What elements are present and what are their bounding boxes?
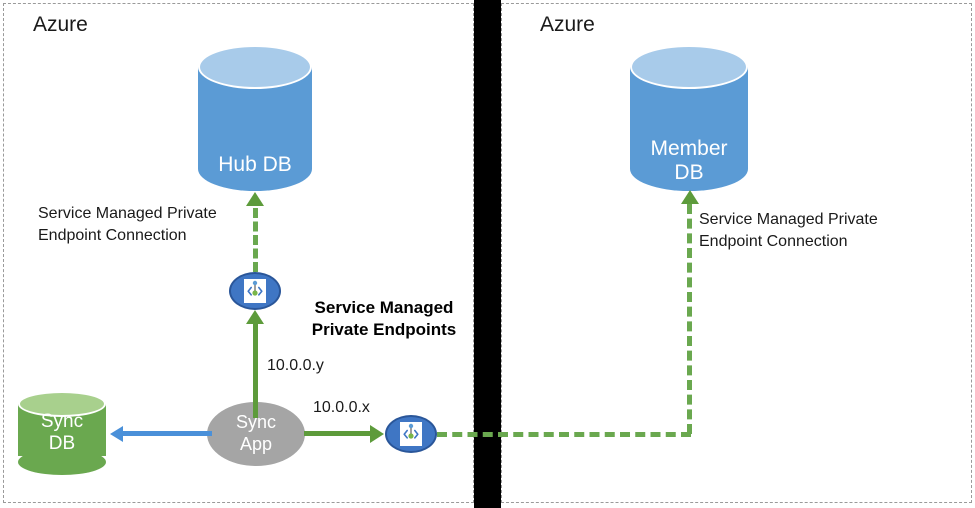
ip-label-hub-endpoint: 10.0.0.y <box>267 357 324 374</box>
hub-endpoint-to-hub-db-dashed-line <box>253 208 258 272</box>
hub-db-cylinder-top <box>198 45 312 89</box>
private-endpoint-glyph-tile <box>244 279 266 303</box>
private-endpoint-glyph-tile <box>400 422 422 446</box>
region-boundary-divider <box>474 0 501 508</box>
ip-label-member-endpoint: 10.0.0.x <box>313 399 370 416</box>
member-db-cylinder: Member DB <box>630 45 748 191</box>
sync-db-cylinder: Sync DB <box>18 391 106 475</box>
service-managed-private-endpoints-label: Service Managed Private Endpoints <box>311 298 457 340</box>
sync-app-to-member-endpoint-line <box>304 431 372 436</box>
member-endpoint-to-member-db-arrowhead <box>681 190 699 204</box>
private-endpoint-icon-member[interactable] <box>385 415 437 453</box>
sync-db-cylinder-top <box>18 391 106 417</box>
sync-app-to-sync-db-arrowhead <box>110 426 123 442</box>
azure-region-label-right: Azure <box>540 13 595 36</box>
member-db-cylinder-top <box>630 45 748 89</box>
hub-endpoint-to-hub-db-arrowhead <box>246 192 264 206</box>
member-connection-annotation: Service Managed Private Endpoint Connect… <box>699 211 878 250</box>
sync-app-to-hub-endpoint-arrowhead <box>246 310 264 324</box>
sync-app-label-line1: Sync <box>235 412 277 433</box>
hub-connection-annotation: Service Managed Private Endpoint Connect… <box>38 205 217 244</box>
sync-app-label-line2: App <box>239 434 273 454</box>
private-endpoint-icon <box>403 423 419 439</box>
member-endpoint-dashed-vertical-line <box>687 204 692 434</box>
azure-region-label-left: Azure <box>33 13 88 36</box>
hub-db-cylinder: Hub DB <box>198 45 312 191</box>
sync-app-to-hub-endpoint-line <box>253 322 258 418</box>
member-endpoint-dashed-horizontal-line <box>437 432 691 437</box>
private-endpoint-icon-hub[interactable] <box>229 272 281 310</box>
private-endpoint-icon <box>247 280 263 296</box>
sync-app-to-member-endpoint-arrowhead <box>370 425 384 443</box>
sync-app-to-sync-db-line <box>122 431 212 436</box>
